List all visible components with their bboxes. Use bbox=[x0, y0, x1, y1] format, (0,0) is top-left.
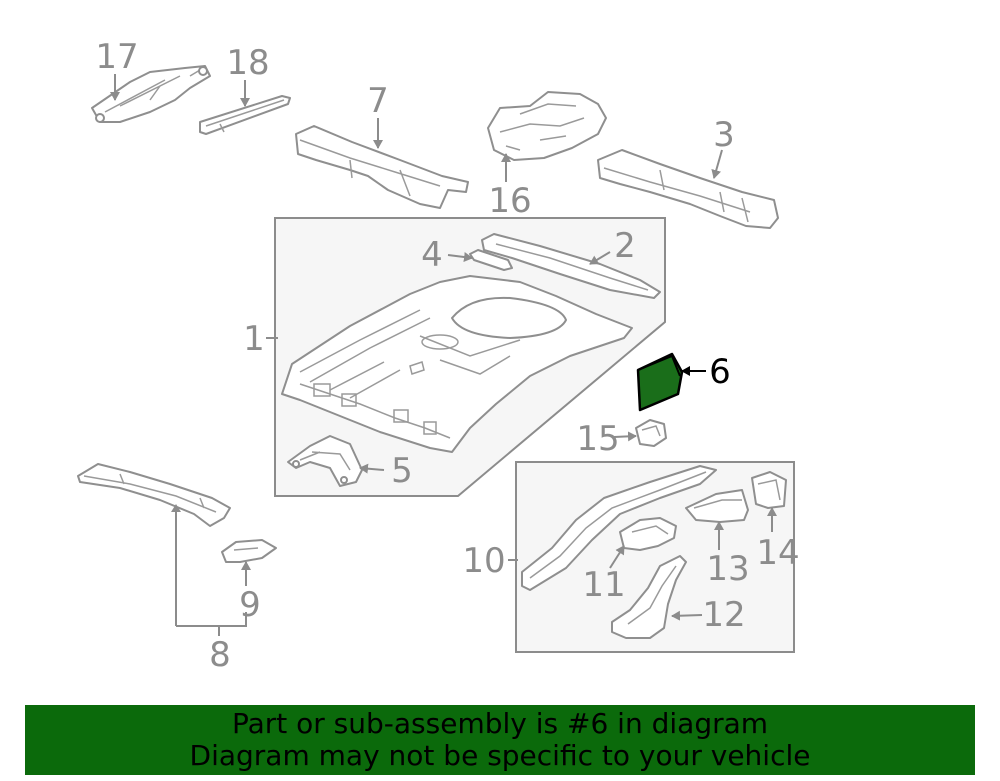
info-banner: Part or sub-assembly is #6 in diagram Di… bbox=[25, 705, 975, 775]
label-5: 5 bbox=[391, 451, 413, 491]
leader-12 bbox=[671, 610, 703, 621]
label-13: 13 bbox=[706, 549, 749, 589]
label-16: 16 bbox=[488, 181, 531, 221]
label-12: 12 bbox=[702, 595, 745, 635]
part-10-rail bbox=[521, 465, 717, 591]
part-15-cap bbox=[635, 419, 667, 447]
leader-5 bbox=[359, 463, 385, 474]
part-12-bracket bbox=[611, 555, 687, 639]
parts-diagram: 17 18 7 16 3 2 4 1 5 6 15 10 11 12 13 14… bbox=[77, 37, 800, 675]
part-4-bracket bbox=[469, 249, 513, 271]
label-1: 1 bbox=[243, 319, 265, 359]
part-17-jack bbox=[91, 65, 211, 123]
leader-8 bbox=[175, 512, 247, 636]
part-18-handle bbox=[199, 95, 291, 135]
part-14-bracket bbox=[751, 471, 787, 509]
part-7-crossmember bbox=[295, 125, 469, 209]
part-6-highlighted[interactable] bbox=[636, 352, 684, 412]
leader-8-arrow bbox=[171, 504, 181, 512]
part-1-floor-pan bbox=[281, 275, 633, 453]
part-11-bracket bbox=[619, 517, 677, 551]
part-9-bracket bbox=[221, 539, 277, 563]
part-2-reinforcement bbox=[481, 233, 661, 299]
label-17: 17 bbox=[95, 37, 138, 77]
label-7: 7 bbox=[367, 81, 389, 121]
label-11: 11 bbox=[582, 565, 625, 605]
label-18: 18 bbox=[226, 43, 269, 83]
part-16-bracket bbox=[487, 91, 607, 161]
banner-line-1: Part or sub-assembly is #6 in diagram bbox=[231, 707, 769, 740]
banner-line-2: Diagram may not be specific to your vehi… bbox=[189, 739, 811, 772]
leader-15 bbox=[613, 431, 637, 442]
label-9: 9 bbox=[239, 585, 261, 625]
label-4: 4 bbox=[421, 235, 443, 275]
leader-11 bbox=[609, 545, 625, 569]
label-8: 8 bbox=[209, 635, 231, 675]
label-10: 10 bbox=[462, 541, 505, 581]
part-5-bracket bbox=[287, 435, 363, 487]
label-3: 3 bbox=[713, 115, 735, 155]
label-6: 6 bbox=[709, 352, 731, 392]
leader-2 bbox=[589, 251, 611, 265]
part-8-crossmember bbox=[77, 463, 231, 527]
label-14: 14 bbox=[756, 533, 799, 573]
leader-4 bbox=[447, 252, 473, 262]
label-15: 15 bbox=[576, 419, 619, 459]
leader-3 bbox=[711, 149, 723, 179]
part-3-crossmember bbox=[597, 149, 779, 229]
label-2: 2 bbox=[614, 226, 636, 266]
part-13-bracket bbox=[685, 489, 749, 523]
